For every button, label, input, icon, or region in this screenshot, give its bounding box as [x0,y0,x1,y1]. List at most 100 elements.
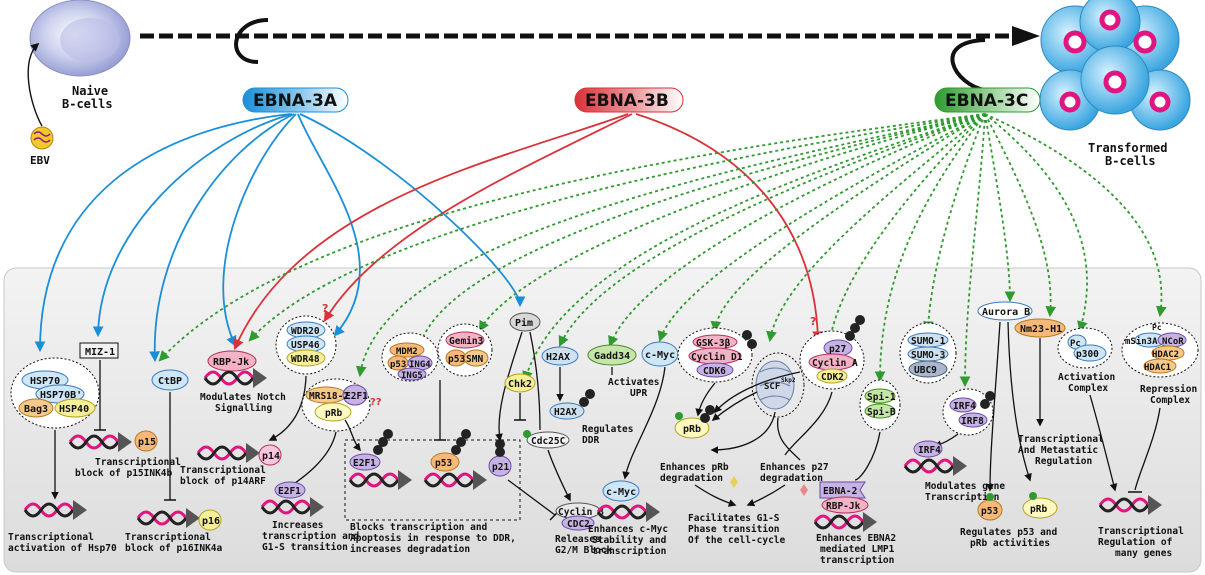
repression-complex: mSin3A NCoR Pc HDAC2 HDAC1 [1121,322,1199,378]
caption-p15-1: Transcriptional [95,457,181,468]
caption-act-2: Complex [1068,383,1108,394]
ddr-box [344,439,521,521]
caption-p27-2: degradation [760,473,823,484]
caption-e2f-2: transcription and [262,531,360,542]
caption-p14-2: block of p14ARF [180,476,266,487]
ctbp-protein: CtBP [151,369,189,391]
caption-rddr-1: Regulates [582,424,633,435]
spi-complex: Spi-1 Spi-B [859,379,901,431]
caption-hsp70-2: activation of Hsp70 [8,543,117,554]
miz1-box: MIZ-1 [79,342,119,359]
hsp70-label: HSP70 [30,376,60,387]
irf4-transcription: IRF4 [903,440,967,476]
pc-label: Pc [1070,339,1081,349]
ebna2-label: EBNA-2 [823,486,857,497]
cmyc-label: c-Myc [645,350,675,361]
usp46-label: USP46 [291,340,320,351]
dna-p15 [68,432,132,452]
naive-label-2: B-cells [62,97,113,111]
hsp70b-label: HSP70B' [40,390,82,401]
p14-label: p14 [262,451,280,462]
rbpjk-protein: RBP-Jk [207,350,257,372]
caption-myc-1: Enhances c-Myc [588,524,668,535]
ctbp-label: CtBP [158,376,182,387]
caption-many-1: Transcriptional [1098,526,1184,537]
cyclinb-label: Cyclin B [558,507,604,518]
bag3-label: Bag3 [24,404,48,415]
p53-label-4: p53 [981,506,998,517]
caption-lmp-2: mediated LMP1 [820,544,895,555]
p14-protein: p14 [258,444,282,466]
cyclind1-label: Cyclin D1 [691,352,743,363]
irf-complex: IRF4 IRF8 [942,388,995,436]
wdr48-label: WDR48 [291,354,320,365]
ebna-3b-label: EBNA-3B [585,91,669,111]
p15-label: p15 [138,437,156,448]
prb-label-complex: pRb [325,408,342,419]
sumo1-label: SUMO-1 [911,336,946,347]
h2ax-label-2: H2AX [554,407,577,418]
dna-notch [203,368,267,388]
p300-label: p300 [1076,349,1099,360]
caption-g2m-2: G2/M Block [555,545,612,556]
ebna-3a-arrows [34,113,526,363]
hdac2-label: HDAC2 [1152,350,1179,360]
prb-label-3: pRb [1030,504,1047,515]
ebna2-rbpjk: EBNA-2 RBP-Jk [813,481,877,532]
caption-many-3: many genes [1115,548,1172,559]
caption-p15-2: block of p15INK4b [75,468,173,479]
caption-lmp-1: Enhances EBNA2 [816,533,896,544]
caption-g1s-3: Of the cell-cycle [688,535,786,546]
gemin3-complex: Gemin3 p53 SMN [437,323,493,377]
caption-notch-1: Modulates Notch [200,392,286,403]
p15-protein: p15 [134,430,158,452]
caption-p53prb-2: pRb activities [970,538,1050,549]
p27-label: p27 [829,344,846,355]
e2f1-label-2: E2F1 [278,486,301,497]
dna-hsp70 [23,500,87,520]
caption-prb-1: Enhances pRb [660,462,729,473]
aurorab-label: Aurora B [982,307,1030,318]
gadd34-label: Gadd34 [594,351,630,362]
naive-label: Naive [72,84,108,98]
cdc2-label: CDC2 [567,519,590,530]
wdr20-label: WDR20 [291,326,320,337]
hsp70-complex: HSP70 HSP70B' Bag3 HSP40 [10,357,100,429]
caption-meta-1: Transcriptional [1018,434,1104,445]
question-mark-2: ?? [370,397,382,408]
p16-label: p16 [202,516,220,527]
spib-label: Spi-B [867,407,896,418]
caption-upr-2: UPR [630,388,647,399]
cdk6-label: CDK6 [703,366,726,377]
sumo-complex: SUMO-1 SUMO-3 UBC9 [899,322,957,384]
caption-g1s-2: Phase transition [688,524,780,535]
caption-p16-2: block of p16INK4a [125,543,223,554]
caption-act-1: Activation [1058,372,1115,383]
mdm2-complex: MDM2 p53 ING4 ING5 [381,332,439,382]
caption-ddr-1: Blocks transcription and [350,522,488,533]
ebv-label: EBV [30,154,50,167]
usp46-complex: WDR20 USP46 WDR48 [275,315,337,375]
scf-skp2: SCF Skp2 [755,360,796,410]
nm23h1-label: Nm23-H1 [1020,324,1062,335]
skp2-label: Skp2 [781,377,796,384]
cyclina-label: Cyclin A [812,358,858,369]
question-mark-3: ? [810,315,816,328]
question-mark-1: ? [322,302,328,315]
prb-ub: pRb [674,405,715,439]
nm23h1-protein: Nm23-H1 [1014,318,1066,338]
dna-many-genes [1098,495,1162,515]
gadd34-protein: Gadd34 [587,344,637,366]
caption-p14-1: Transcriptional [180,465,266,476]
gemin3-label: Gemin3 [449,336,484,347]
transformed-label-2: B-cells [1105,154,1156,168]
e2f1-label-3: E2F1 [353,458,376,469]
ing5-label: ING5 [401,371,423,381]
p53-phospho: p53 [977,493,1003,521]
e2f1-label-complex: E2F1 [345,391,368,402]
caption-myc-3: transcription [592,546,666,557]
ing4-label: ING4 [409,360,431,370]
caption-irf-1: Modulates gene [925,481,1005,492]
p300-complex: Pc p300 [1057,327,1113,369]
